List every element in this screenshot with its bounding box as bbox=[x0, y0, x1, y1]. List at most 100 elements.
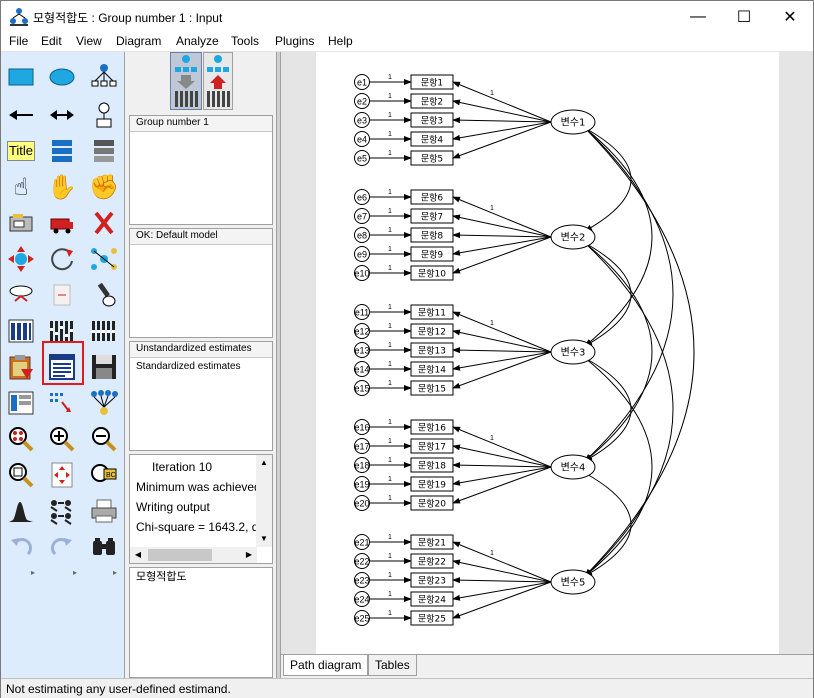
move-parameter-tool[interactable] bbox=[6, 280, 36, 310]
title-tool[interactable]: Title bbox=[6, 136, 36, 166]
list-data-tool[interactable] bbox=[89, 136, 119, 166]
unique-variable-tool[interactable] bbox=[89, 100, 119, 130]
tab-path-diagram[interactable]: Path diagram bbox=[283, 655, 369, 676]
model-item[interactable]: OK: Default model bbox=[130, 229, 272, 245]
analysis-properties-tool[interactable] bbox=[47, 316, 77, 346]
error-variable bbox=[354, 572, 370, 588]
log-line-iteration: Iteration 10 bbox=[152, 460, 213, 474]
calculate-estimates-icon bbox=[92, 321, 115, 341]
error-weight-label: 1 bbox=[388, 93, 392, 100]
single-arrow-tool[interactable] bbox=[6, 100, 36, 130]
panel-splitter[interactable] bbox=[276, 52, 281, 678]
view-input-button[interactable] bbox=[170, 52, 202, 110]
file-item[interactable]: 모형적합도 bbox=[136, 571, 187, 583]
observed-label: 문항1 bbox=[421, 78, 443, 89]
scroll-down-icon[interactable]: ▼ bbox=[260, 534, 268, 543]
menu-analyze[interactable]: Analyze bbox=[176, 34, 219, 48]
log-line-chi-square: Chi-square = 1643.2, d bbox=[136, 520, 257, 534]
horizontal-scroll-thumb[interactable] bbox=[148, 549, 212, 561]
zoom-select-tool[interactable] bbox=[6, 424, 36, 454]
minimize-button[interactable]: — bbox=[675, 1, 721, 32]
print-tool[interactable] bbox=[89, 496, 119, 526]
rectangle-tool[interactable] bbox=[6, 62, 36, 92]
ellipse-tool[interactable] bbox=[47, 62, 77, 92]
clipboard-tool[interactable] bbox=[6, 352, 36, 382]
text-output-tool[interactable] bbox=[47, 352, 77, 382]
observed-label: 문항21 bbox=[418, 538, 446, 549]
error-variable bbox=[354, 361, 370, 377]
toolbox-expand-icon-3[interactable]: ▸ bbox=[113, 568, 118, 577]
zoom-page-tool[interactable] bbox=[6, 460, 36, 490]
menu-view[interactable]: View bbox=[76, 34, 102, 48]
double-arrow-tool[interactable] bbox=[47, 100, 77, 130]
magnify-tool[interactable]: BC bbox=[89, 460, 119, 490]
horizontal-scrollbar[interactable]: ◀ ▶ bbox=[130, 547, 257, 563]
tab-tables[interactable]: Tables bbox=[368, 655, 417, 676]
error-variable bbox=[354, 189, 370, 205]
deselect-all-tool[interactable]: ✊ bbox=[89, 172, 119, 202]
close-button[interactable]: ✕ bbox=[767, 1, 813, 32]
scroll-tool[interactable] bbox=[47, 280, 77, 310]
view-output-button[interactable] bbox=[203, 52, 233, 110]
amos-app-icon[interactable] bbox=[9, 7, 29, 27]
scroll-left-icon[interactable]: ◀ bbox=[134, 550, 142, 559]
observed-label: 문항20 bbox=[418, 499, 446, 510]
undo-tool[interactable] bbox=[6, 532, 36, 562]
menu-plugins[interactable]: Plugins bbox=[275, 34, 315, 48]
menu-edit[interactable]: Edit bbox=[41, 34, 62, 48]
group-item[interactable]: Group number 1 bbox=[130, 116, 272, 132]
fit-page-tool[interactable] bbox=[47, 460, 77, 490]
select-all-tool[interactable]: ✋ bbox=[47, 172, 77, 202]
list-variables-tool[interactable] bbox=[47, 136, 77, 166]
indicator-tree-tool[interactable] bbox=[89, 62, 119, 92]
data-files-tool[interactable] bbox=[6, 316, 36, 346]
clipboard-icon bbox=[9, 355, 33, 380]
vertical-scrollbar[interactable]: ▲ ▼ bbox=[256, 455, 272, 547]
error-weight-label: 1 bbox=[388, 419, 392, 426]
touch-up-tool[interactable] bbox=[89, 280, 119, 310]
reflect-tool[interactable] bbox=[89, 244, 119, 274]
maximize-button[interactable]: ☐ bbox=[721, 1, 767, 32]
save-tool[interactable] bbox=[89, 352, 119, 382]
toolbox-expand-icon-2[interactable]: ▸ bbox=[73, 568, 78, 577]
preserve-symmetry-tool[interactable] bbox=[89, 388, 119, 418]
drag-properties-tool[interactable] bbox=[47, 388, 77, 418]
multiple-group-tool[interactable] bbox=[47, 496, 77, 526]
error-weight-label: 1 bbox=[388, 534, 392, 541]
list-data-icon bbox=[94, 140, 114, 162]
menu-file[interactable]: File bbox=[9, 34, 29, 48]
select-one-tool[interactable]: ☝ bbox=[6, 172, 36, 202]
bayesian-tool[interactable] bbox=[6, 496, 36, 526]
loading-path bbox=[452, 121, 552, 159]
menu-tools[interactable]: Tools bbox=[231, 34, 260, 48]
view-input-icon bbox=[175, 55, 198, 107]
error-variable bbox=[354, 208, 370, 224]
computation-summary-panel: Iteration 10 Minimum was achieved Writin… bbox=[129, 454, 273, 564]
rotate-tool[interactable] bbox=[47, 244, 77, 274]
observed-label: 문항11 bbox=[418, 308, 446, 319]
error-weight-label: 1 bbox=[388, 361, 392, 368]
erase-tool[interactable] bbox=[89, 208, 119, 238]
object-properties-tool[interactable] bbox=[6, 388, 36, 418]
zoom-in-tool[interactable] bbox=[47, 424, 77, 454]
observed-label: 문항9 bbox=[421, 250, 444, 261]
move-tool[interactable] bbox=[47, 208, 77, 238]
zoom-out-tool[interactable] bbox=[89, 424, 119, 454]
change-shape-tool[interactable] bbox=[6, 244, 36, 274]
specification-search-tool[interactable] bbox=[89, 532, 119, 562]
standardized-estimates-option[interactable]: Standardized estimates bbox=[136, 361, 241, 372]
redo-tool[interactable] bbox=[47, 532, 77, 562]
loading-path bbox=[452, 351, 552, 389]
unstandardized-estimates-option[interactable]: Unstandardized estimates bbox=[130, 342, 272, 358]
scroll-icon bbox=[53, 284, 71, 306]
calculate-estimates-tool[interactable] bbox=[89, 316, 119, 346]
toolbox-expand-icon-1[interactable]: ▸ bbox=[31, 568, 36, 577]
scroll-right-icon[interactable]: ▶ bbox=[245, 550, 253, 559]
view-output-icon bbox=[207, 55, 230, 107]
error-variable bbox=[354, 591, 370, 607]
scroll-up-icon[interactable]: ▲ bbox=[260, 458, 268, 467]
menu-help[interactable]: Help bbox=[328, 34, 353, 48]
copy-tool[interactable] bbox=[6, 208, 36, 238]
menu-diagram[interactable]: Diagram bbox=[116, 34, 162, 48]
